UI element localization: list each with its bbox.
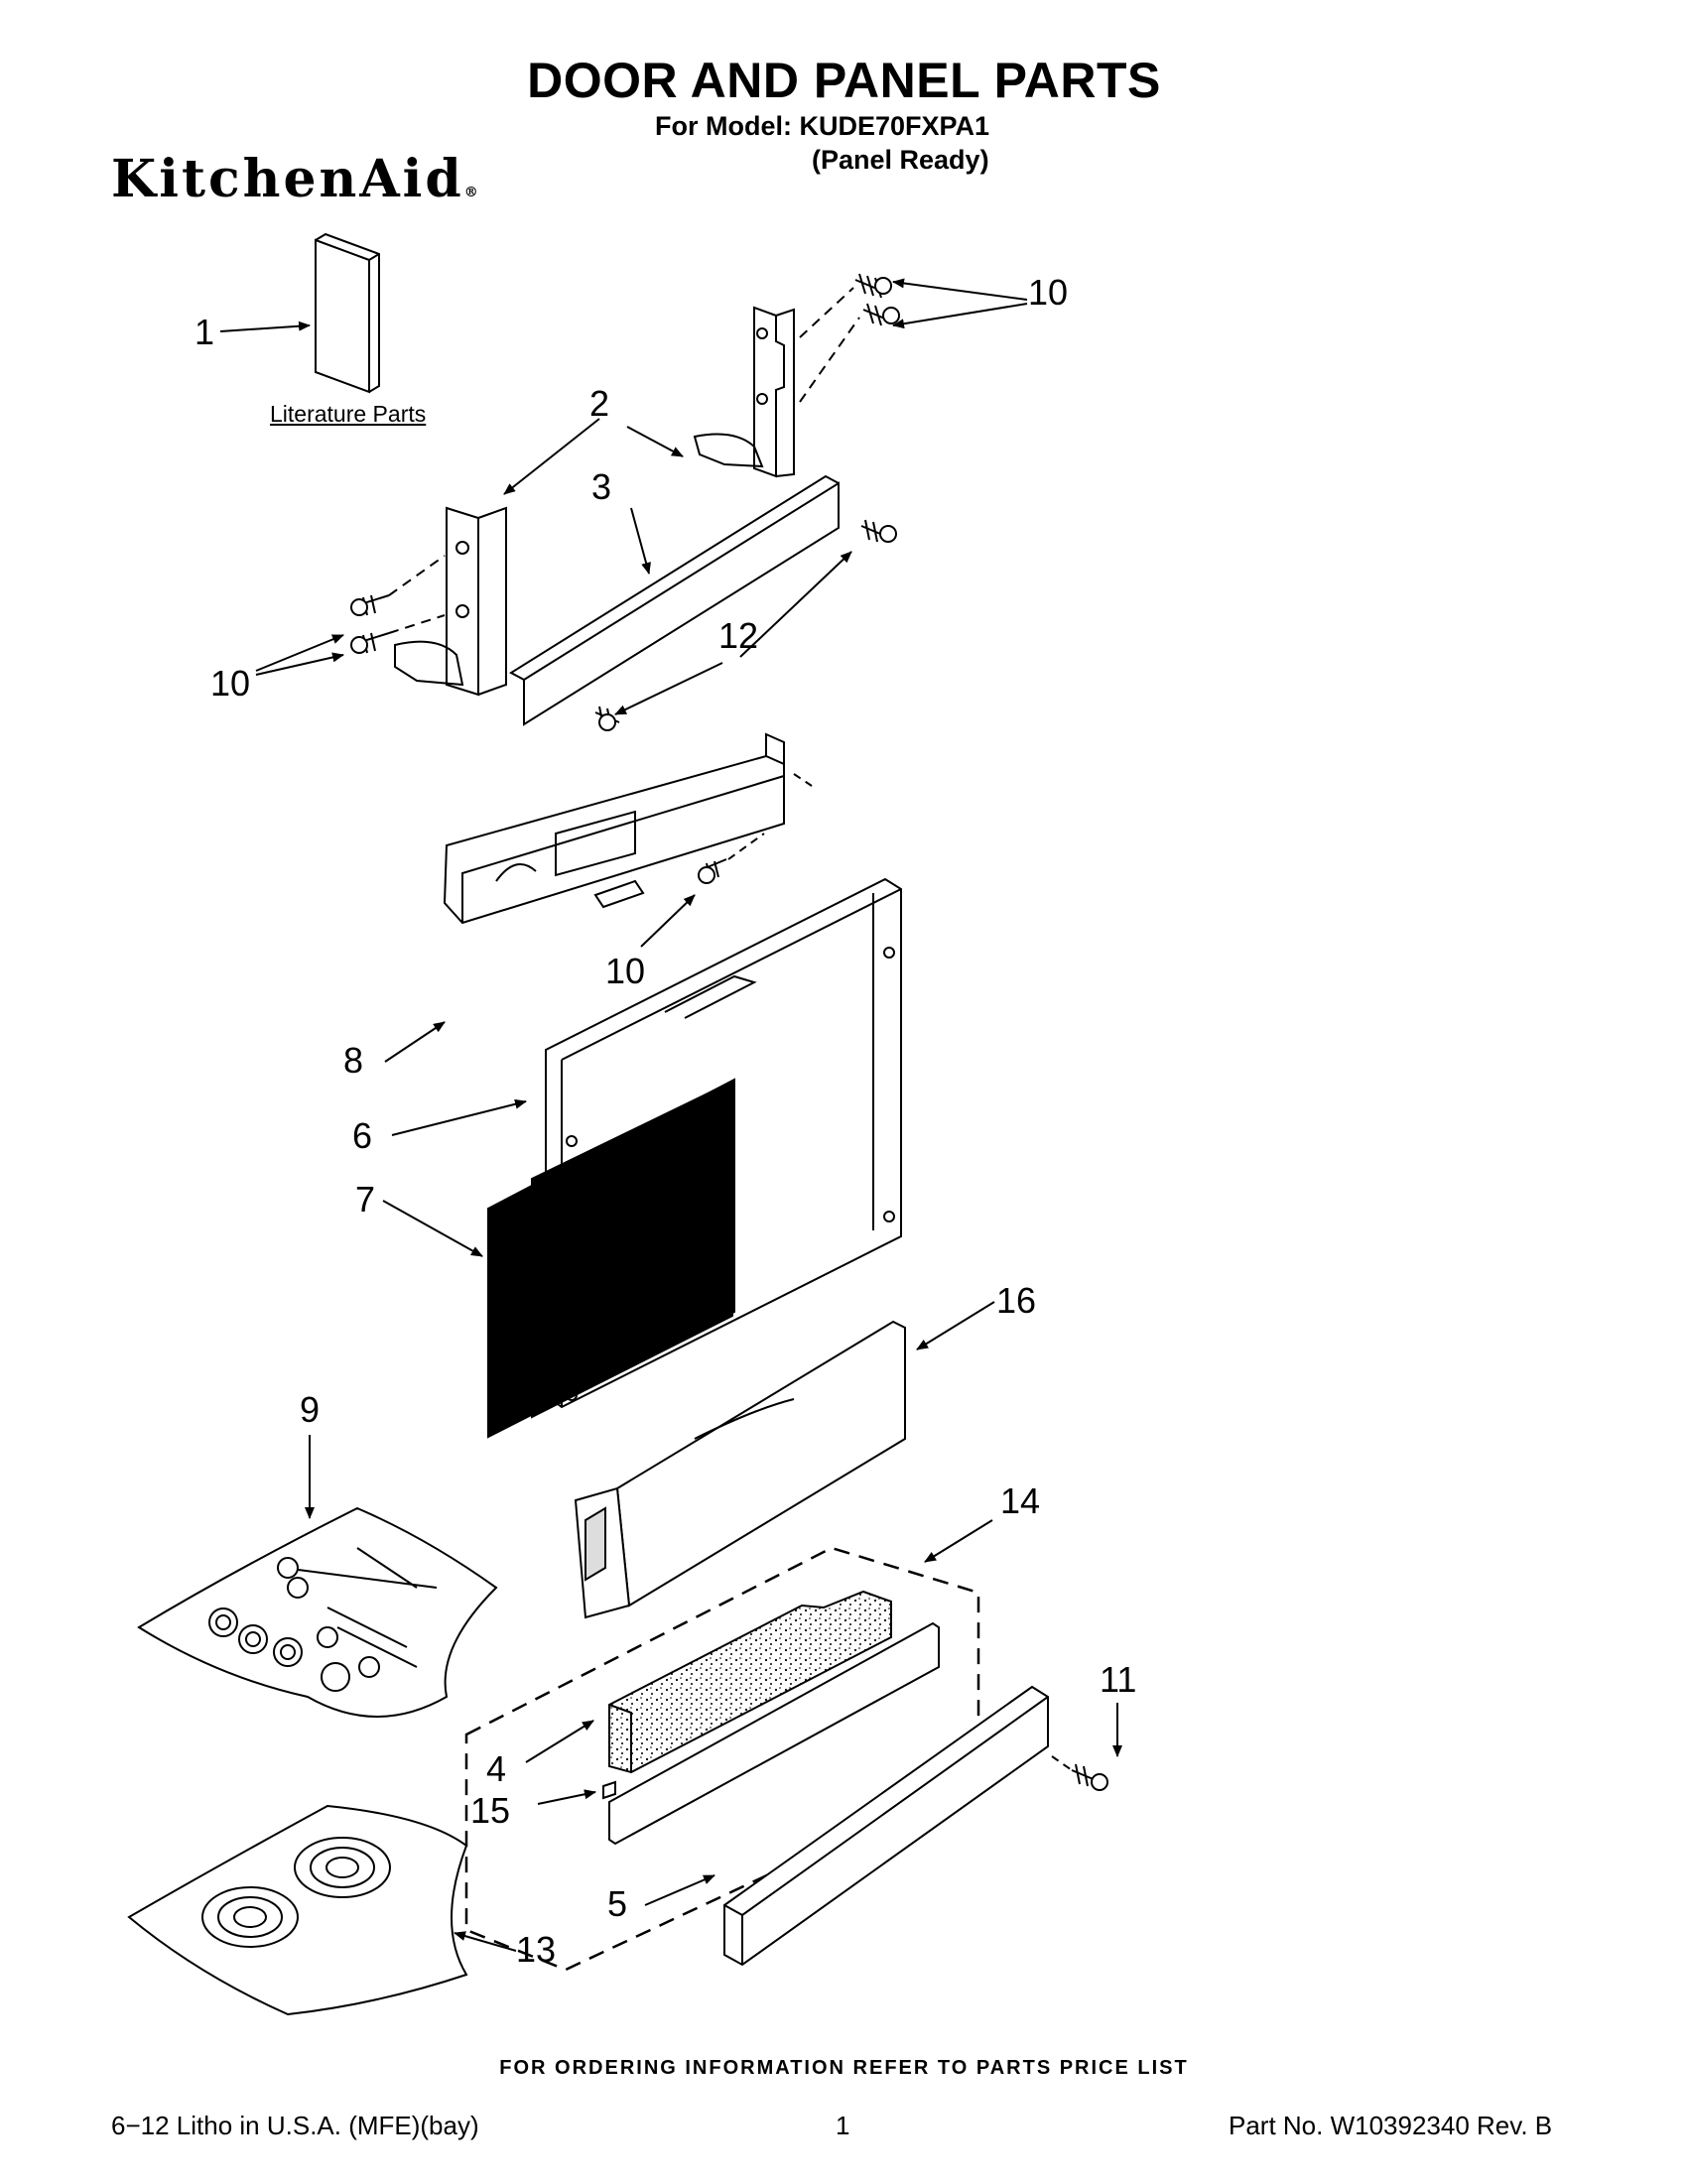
part-number: Part No. W10392340 Rev. B [1229, 2111, 1553, 2140]
callout-2: 2 [589, 383, 610, 424]
callout-10-top: 10 [1028, 272, 1069, 313]
callout-13: 13 [516, 1929, 557, 1970]
literature-parts-label: Literature Parts [270, 401, 427, 427]
callout-6: 6 [352, 1115, 373, 1156]
footer-litho: 6−12 Litho in U.S.A. (MFE)(bay) [111, 2111, 479, 2140]
toe-kick-panel [723, 1685, 1049, 1967]
page-number: 1 [836, 2111, 850, 2140]
callout-10-left: 10 [210, 663, 251, 704]
model-line: For Model: KUDE70FXPA1 [655, 111, 990, 141]
literature-booklet [315, 232, 380, 394]
brand-logo: KitchenAid® [111, 149, 481, 209]
screw-12-right [860, 519, 897, 543]
door-support-rail [509, 474, 840, 726]
callout-12: 12 [718, 615, 759, 656]
screw-console [698, 858, 727, 884]
decorative-panel [487, 1078, 735, 1439]
callout-3: 3 [591, 466, 612, 507]
callout-4: 4 [486, 1748, 507, 1789]
control-console [443, 732, 813, 925]
screw-11 [1071, 1763, 1108, 1791]
callout-16: 16 [996, 1280, 1037, 1321]
screw-left-b [350, 632, 390, 654]
page-title: DOOR AND PANEL PARTS [527, 53, 1161, 108]
callout-7: 7 [355, 1179, 376, 1220]
ordering-note: FOR ORDERING INFORMATION REFER TO PARTS … [499, 2057, 1189, 2079]
callout-15: 15 [470, 1790, 511, 1831]
handle-panel [574, 1320, 906, 1619]
screw-top-a [854, 273, 892, 299]
callout-1: 1 [195, 312, 215, 352]
hardware-bag [137, 1506, 498, 1718]
left-door-bracket [394, 506, 507, 697]
leader-lines [219, 278, 1122, 1952]
registered-mark: ® [463, 185, 481, 200]
callout-11: 11 [1100, 1659, 1137, 1700]
bottom-rail [602, 1621, 940, 1846]
brand-name: KitchenAid [111, 149, 464, 209]
callout-9: 9 [300, 1389, 321, 1430]
model-variant: (Panel Ready) [812, 145, 989, 175]
screw-top-b [862, 303, 900, 326]
foam-insulation-strip [608, 1590, 892, 1774]
callout-10-console: 10 [605, 951, 646, 991]
callout-5: 5 [607, 1883, 628, 1924]
right-door-bracket [693, 306, 795, 478]
callout-8: 8 [343, 1040, 364, 1081]
screw-left-a [350, 594, 390, 616]
callout-14: 14 [1000, 1480, 1041, 1521]
element-bag [127, 1804, 468, 2016]
screw-12-left [594, 706, 620, 731]
